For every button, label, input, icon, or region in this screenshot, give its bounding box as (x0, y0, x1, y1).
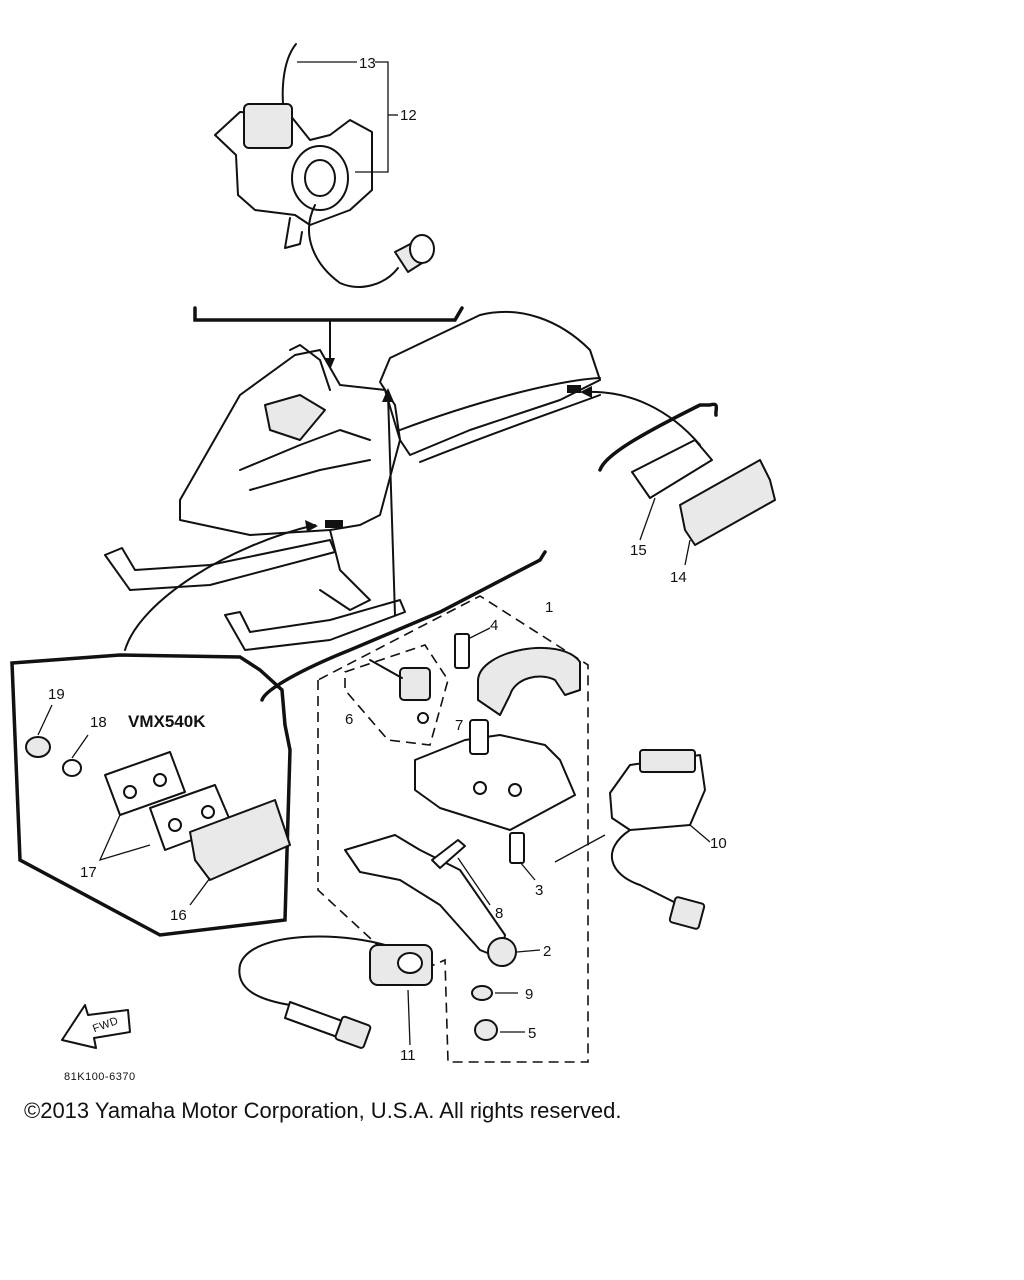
callout-12: 12 (400, 107, 417, 124)
model-label: VMX540K (128, 712, 206, 731)
sleeve-7 (469, 719, 489, 755)
lever-2 (344, 834, 506, 959)
callout-2: 2 (543, 943, 551, 960)
ski-left (104, 539, 336, 591)
callout-13: 13 (359, 55, 376, 72)
inset-box (10, 653, 292, 937)
callout-15: 15 (630, 542, 647, 559)
seat (379, 311, 601, 456)
callout-7: 7 (455, 717, 463, 734)
callout-14: 14 (670, 569, 687, 586)
callout-8: 8 (495, 905, 503, 922)
unit-10-cap (639, 749, 696, 773)
reflector-14 (679, 459, 776, 546)
callout-18: 18 (90, 714, 107, 731)
brace-top (193, 306, 464, 322)
gasket-15 (631, 439, 713, 499)
hood (179, 349, 401, 536)
callout-3: 3 (535, 882, 543, 899)
switch-assembly (214, 43, 435, 288)
callout-11: 11 (400, 1047, 416, 1064)
diagram-svg: 13 12 15 14 1 4 6 7 10 3 8 2 9 5 11 19 1… (10, 43, 776, 1083)
callout-16: 16 (170, 907, 187, 924)
bolt-3 (509, 832, 525, 864)
switch-wire (308, 204, 399, 288)
callout-1: 1 (545, 599, 553, 616)
callout-9: 9 (525, 986, 533, 1003)
fwd-arrow (61, 1004, 131, 1049)
drawing-code: 81K100-6370 (64, 1071, 136, 1083)
callout-10: 10 (710, 835, 727, 852)
screw-8 (431, 839, 466, 869)
snowmobile (104, 311, 601, 651)
cable-11 (238, 935, 401, 1006)
reflector-16 (189, 799, 291, 881)
cover (477, 646, 581, 716)
switch-ring (291, 145, 349, 211)
copyright-notice: ©2013 Yamaha Motor Corporation, U.S.A. A… (24, 1098, 622, 1123)
callout-5: 5 (528, 1025, 536, 1042)
nut-19 (25, 736, 51, 758)
cap-5 (474, 1019, 498, 1041)
subbox-6 (344, 644, 449, 746)
callout-17: 17 (80, 864, 97, 881)
plate-17a (104, 751, 186, 816)
callout-6: 6 (345, 711, 353, 728)
collar-9 (471, 985, 493, 1001)
brace-housing (260, 550, 547, 702)
housing-box (317, 595, 589, 1063)
switch-6 (399, 667, 431, 701)
windshield (264, 394, 326, 441)
callout-19: 19 (48, 686, 65, 703)
ski-right (224, 599, 406, 651)
switch-cap (243, 103, 293, 149)
bracket (414, 734, 576, 831)
callout-4: 4 (490, 617, 498, 634)
washer-18 (62, 759, 82, 777)
bolt-4 (454, 633, 470, 669)
brace-reflector (598, 402, 719, 472)
